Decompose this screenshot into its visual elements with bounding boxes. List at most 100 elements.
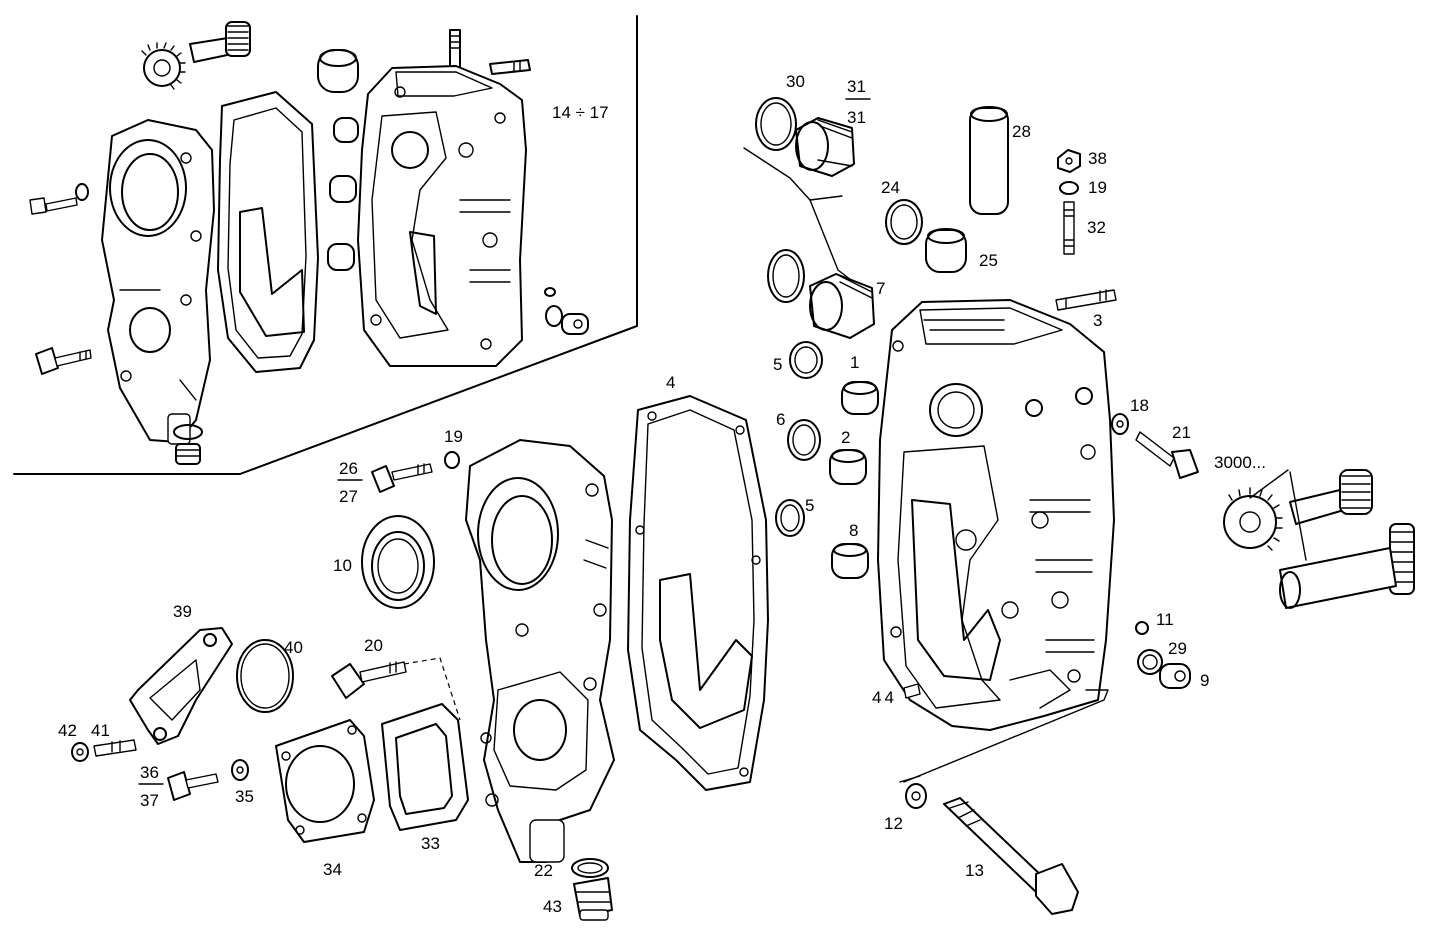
callout-24: 24 bbox=[881, 178, 900, 197]
oil-seal-10 bbox=[361, 515, 435, 609]
bolt-36-37 bbox=[167, 771, 219, 801]
callout-2: 2 bbox=[841, 428, 850, 447]
callout-9: 9 bbox=[1200, 671, 1209, 690]
callout-labels: 1 2 3 4 5 5 6 7 8 9 10 11 12 13 18 19 19… bbox=[58, 72, 1266, 916]
dashed-lead-12 bbox=[899, 775, 921, 783]
callout-21: 21 bbox=[1172, 423, 1191, 442]
callout-3000: 3000... bbox=[1214, 453, 1266, 472]
callout-8: 8 bbox=[849, 521, 858, 540]
main-gasket-4 bbox=[627, 395, 769, 791]
main-gearbox-housing bbox=[877, 299, 1115, 731]
fraction-26-num: 26 bbox=[339, 459, 358, 478]
bushing-2 bbox=[829, 449, 867, 485]
ring-29 bbox=[1137, 649, 1163, 675]
inset-bearings-and-studs bbox=[317, 29, 531, 271]
group-label-text: 14 ÷ 17 bbox=[552, 103, 609, 122]
fraction-31-den: 31 bbox=[847, 108, 866, 127]
callout-13: 13 bbox=[965, 861, 984, 880]
callout-40: 40 bbox=[284, 638, 303, 657]
callout-5-bottom: 5 bbox=[805, 496, 814, 515]
bearing-31 bbox=[795, 117, 855, 177]
callout-12: 12 bbox=[884, 814, 903, 833]
bushing-25 bbox=[925, 228, 967, 273]
callout-34: 34 bbox=[323, 860, 342, 879]
seal-22 bbox=[571, 858, 609, 878]
snap-ring-30 bbox=[755, 97, 797, 151]
bearing-7 bbox=[809, 273, 875, 339]
callout-29: 29 bbox=[1168, 639, 1187, 658]
inset-small-plug bbox=[544, 287, 589, 335]
callout-35: 35 bbox=[235, 787, 254, 806]
inset-bolts bbox=[29, 183, 92, 375]
bushing-1 bbox=[841, 381, 879, 415]
callout-4: 4 bbox=[666, 373, 675, 392]
stud-32 bbox=[1063, 201, 1075, 255]
callout-38: 38 bbox=[1088, 149, 1107, 168]
support-bracket-39 bbox=[129, 627, 233, 745]
ring-6 bbox=[787, 419, 821, 461]
bolt-26-27 bbox=[371, 463, 433, 493]
callout-22: 22 bbox=[534, 861, 553, 880]
callout-32: 32 bbox=[1087, 218, 1106, 237]
callout-43: 43 bbox=[543, 897, 562, 916]
plug-9 bbox=[1159, 663, 1191, 689]
bolt-21 bbox=[1135, 431, 1199, 479]
group-label-14-17: 14 ÷ 17 bbox=[552, 103, 609, 122]
dashed-outline-housing bbox=[903, 689, 1109, 783]
callout-7: 7 bbox=[876, 279, 885, 298]
fraction-31-num: 31 bbox=[847, 77, 866, 96]
plug-11 bbox=[1135, 621, 1149, 635]
fraction-31-31: 31 31 bbox=[845, 77, 871, 127]
fraction-26-27: 26 27 bbox=[337, 459, 363, 506]
fraction-36-37: 36 37 bbox=[138, 763, 164, 810]
inset-gasket bbox=[217, 91, 319, 373]
fraction-36-num: 36 bbox=[140, 763, 159, 782]
dashed-lead-20 bbox=[403, 657, 461, 721]
snap-ring-7 bbox=[767, 249, 805, 303]
inset-seal-and-plug bbox=[173, 424, 203, 465]
nut-38 bbox=[1057, 149, 1081, 173]
ring-24 bbox=[885, 199, 923, 245]
bushing-8 bbox=[831, 543, 869, 579]
main-front-cover bbox=[465, 439, 615, 863]
washer-35 bbox=[231, 759, 249, 781]
cover-gasket-33 bbox=[381, 703, 469, 831]
drain-plug-43 bbox=[573, 877, 613, 921]
ring-5-top bbox=[789, 341, 823, 379]
callout-10: 10 bbox=[333, 556, 352, 575]
inset-pinion-shaft bbox=[141, 21, 251, 90]
washer-19-right bbox=[1059, 181, 1079, 195]
callout-6: 6 bbox=[776, 410, 785, 429]
cover-plate-34 bbox=[275, 719, 375, 843]
nut-42 bbox=[71, 742, 89, 762]
callout-25: 25 bbox=[979, 251, 998, 270]
callout-19-main: 19 bbox=[444, 427, 463, 446]
gear-shaft-3000 bbox=[1223, 469, 1415, 609]
callout-41: 41 bbox=[91, 721, 110, 740]
callout-33: 33 bbox=[421, 834, 440, 853]
callout-28: 28 bbox=[1012, 122, 1031, 141]
washer-12 bbox=[905, 783, 927, 809]
inset-front-cover bbox=[101, 119, 215, 445]
inset-frame bbox=[13, 15, 638, 475]
callout-11: 11 bbox=[1156, 610, 1174, 629]
stud-3 bbox=[1055, 289, 1117, 311]
callout-42: 42 bbox=[58, 721, 77, 740]
callout-19-right: 19 bbox=[1088, 178, 1107, 197]
callout-44: 44 bbox=[872, 688, 897, 707]
callout-30: 30 bbox=[786, 72, 805, 91]
washer-19-main bbox=[444, 451, 460, 469]
callout-18: 18 bbox=[1130, 396, 1149, 415]
callout-5-top: 5 bbox=[773, 355, 782, 374]
washer-18 bbox=[1111, 413, 1129, 435]
callout-3: 3 bbox=[1093, 311, 1102, 330]
fraction-26-den: 27 bbox=[339, 487, 358, 506]
callout-20: 20 bbox=[364, 636, 383, 655]
inset-gearbox-housing bbox=[357, 65, 527, 367]
tube-28 bbox=[969, 106, 1009, 215]
callout-1: 1 bbox=[850, 353, 859, 372]
ring-5-bottom bbox=[775, 499, 805, 537]
fraction-36-den: 37 bbox=[140, 791, 159, 810]
stud-41 bbox=[93, 739, 137, 757]
